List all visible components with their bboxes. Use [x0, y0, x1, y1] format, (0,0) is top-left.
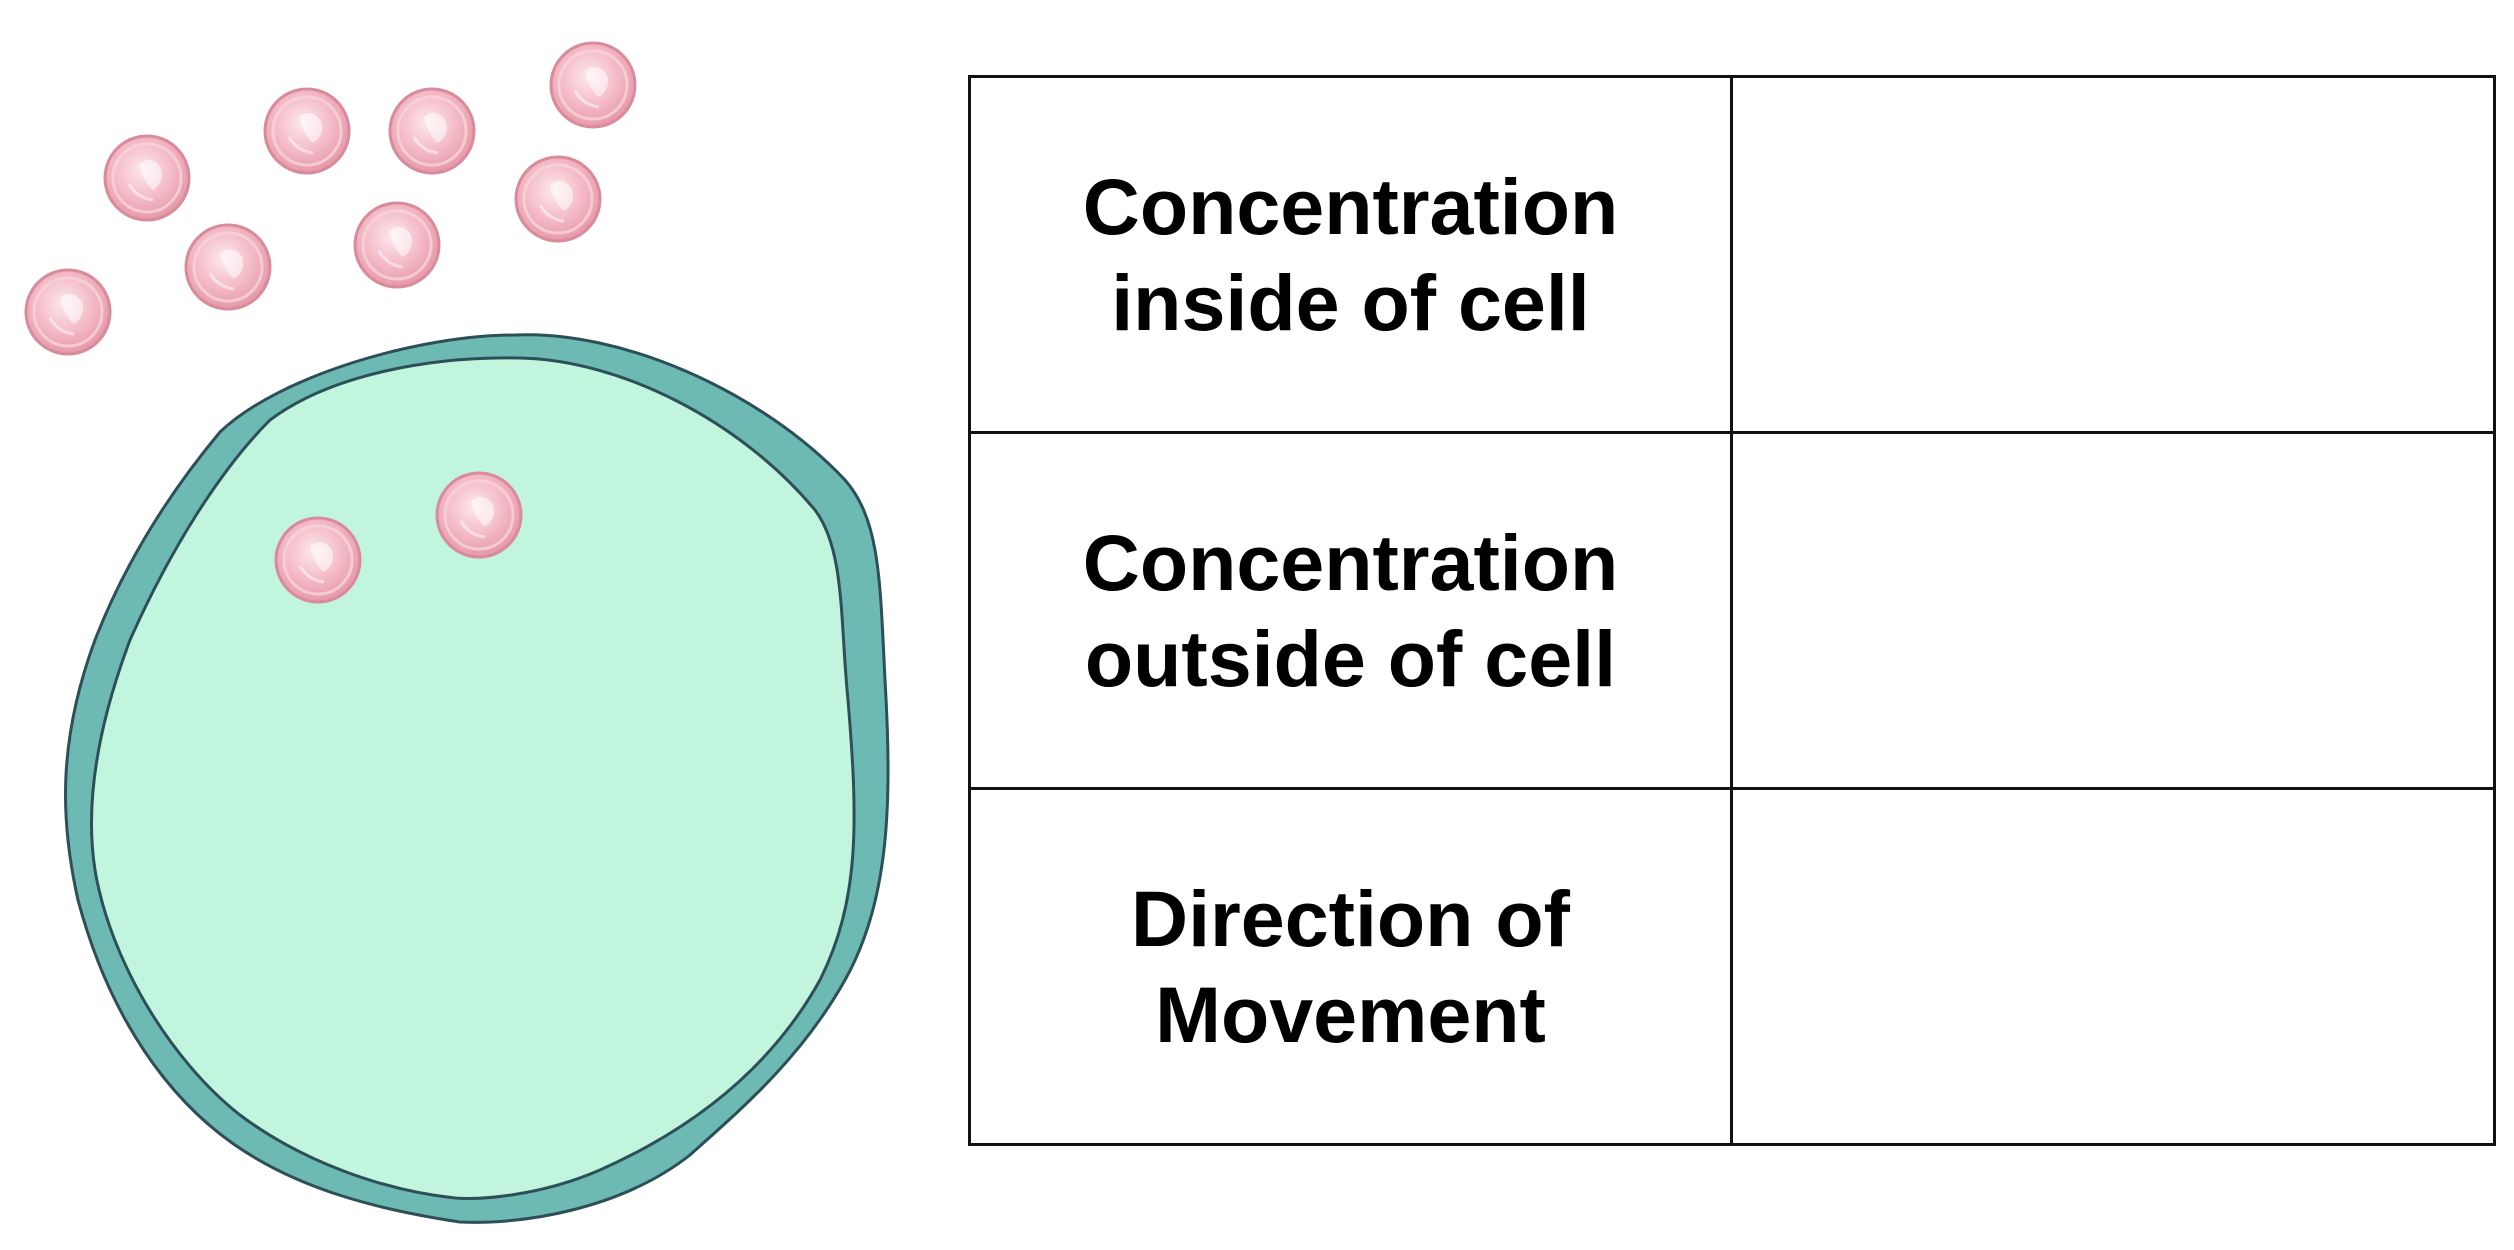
label-line: Concentration	[1082, 161, 1619, 251]
label-line: Direction of	[1131, 873, 1570, 963]
table-row: Direction of Movement	[968, 787, 2496, 1146]
label-line: Concentration	[1082, 517, 1619, 607]
label-line: Movement	[1155, 969, 1546, 1059]
molecule	[263, 87, 351, 175]
cell-diagram	[24, 41, 890, 1224]
answer-cell-concentration-inside[interactable]	[1730, 75, 2496, 434]
answer-cell-concentration-outside[interactable]	[1730, 431, 2496, 790]
molecule	[514, 155, 602, 243]
label-direction-of-movement: Direction of Movement	[968, 787, 1733, 1146]
molecule	[274, 516, 362, 604]
label-concentration-outside: Concentration outside of cell	[968, 431, 1733, 790]
answer-cell-direction-of-movement[interactable]	[1730, 787, 2496, 1146]
label-line: outside of cell	[1084, 613, 1617, 703]
table-row: Concentration outside of cell	[968, 431, 2496, 790]
molecules-outside	[24, 41, 637, 356]
worksheet-table: Concentration inside of cell Concentrati…	[968, 75, 2496, 1146]
molecule	[435, 471, 523, 559]
molecule	[388, 87, 476, 175]
molecule	[184, 223, 272, 311]
molecule	[103, 134, 191, 222]
molecule	[549, 41, 637, 129]
table-row: Concentration inside of cell	[968, 75, 2496, 434]
label-concentration-inside: Concentration inside of cell	[968, 75, 1733, 434]
label-line: inside of cell	[1111, 257, 1590, 347]
molecule	[24, 268, 112, 356]
molecule	[353, 201, 441, 289]
